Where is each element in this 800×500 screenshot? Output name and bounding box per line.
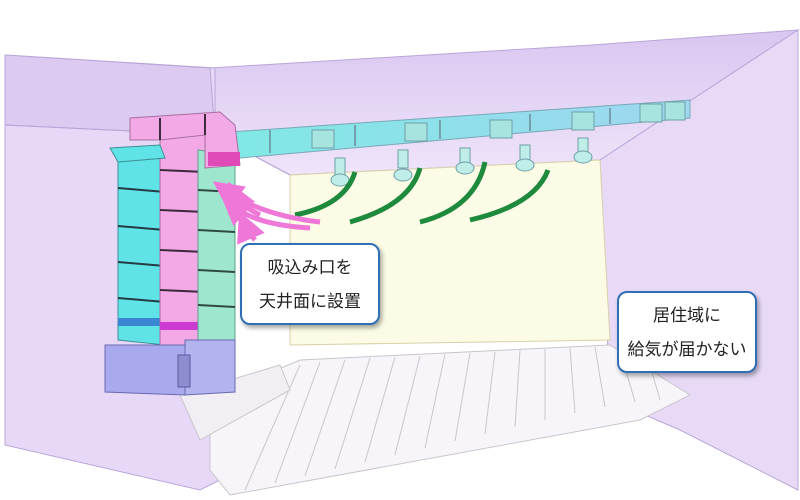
callout-supply-not-reaching: 居住域に 給気が届かない — [617, 291, 757, 373]
supply-diffusers — [330, 137, 593, 187]
callout-intake-ceiling: 吸込み口を 天井面に設置 — [240, 243, 380, 325]
return-duct-columns — [109, 111, 241, 346]
duct-junctions — [311, 101, 686, 149]
callout-supply-line-1: 居住域に — [653, 306, 721, 326]
callout-intake-line-1: 吸込み口を — [267, 258, 353, 278]
callout-intake-line-2: 天井面に設置 — [259, 292, 361, 312]
callout-supply-line-2: 給気が届かない — [627, 340, 747, 360]
return-air-arrows — [212, 181, 321, 245]
supply-air-arrows — [294, 161, 551, 225]
stepped-seating — [179, 344, 692, 496]
air-handling-unit — [104, 339, 236, 396]
